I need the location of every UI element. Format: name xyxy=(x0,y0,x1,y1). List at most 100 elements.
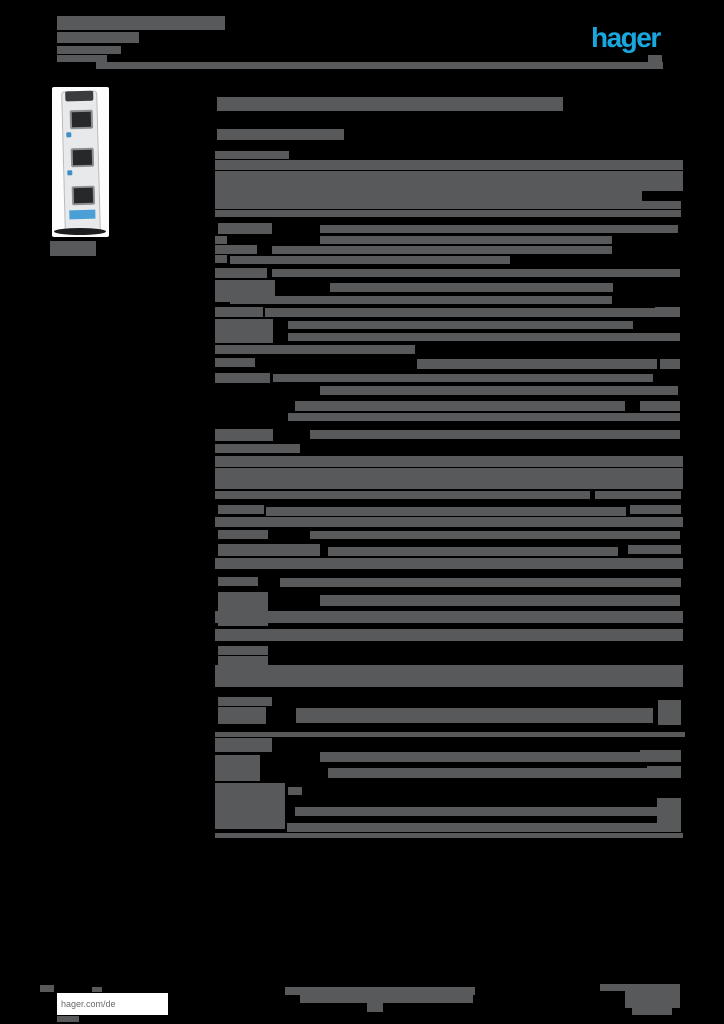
redacted-text-bar xyxy=(218,646,268,655)
hager-logo: hager xyxy=(591,22,661,53)
redacted-text-bar xyxy=(215,558,683,569)
redacted-text-bar xyxy=(218,505,264,514)
redacted-text-bar xyxy=(215,201,681,209)
redacted-text-bar xyxy=(288,787,302,795)
redacted-text-bar xyxy=(300,995,473,1003)
redacted-text-bar xyxy=(230,296,612,304)
redacted-text-bar xyxy=(215,456,683,467)
redacted-text-bar xyxy=(658,700,681,725)
redacted-text-bar xyxy=(655,307,680,316)
redacted-text-bar xyxy=(215,738,272,752)
redacted-text-bar xyxy=(266,507,626,516)
redacted-text-bar xyxy=(218,544,320,556)
redacted-text-bar xyxy=(310,531,680,539)
redacted-text-bar xyxy=(288,321,633,329)
redacted-text-bar xyxy=(215,151,289,159)
photo-shadow xyxy=(54,228,106,235)
redacted-text-bar xyxy=(320,386,678,395)
product-photo xyxy=(52,87,109,237)
redacted-text-bar xyxy=(295,401,625,411)
redacted-text-bar xyxy=(640,750,681,762)
footer-website-link[interactable]: hager.com/de xyxy=(61,999,116,1009)
redacted-text-bar xyxy=(595,491,681,499)
redacted-text-bar xyxy=(285,987,475,995)
redacted-text-bar xyxy=(215,491,590,499)
redacted-text-bar xyxy=(50,241,96,256)
redacted-text-bar xyxy=(215,236,227,244)
redacted-text-bar xyxy=(218,707,266,724)
redacted-text-bar xyxy=(296,708,653,723)
redacted-text-bar xyxy=(657,798,681,832)
redacted-text-bar xyxy=(215,833,683,838)
redacted-text-bar xyxy=(215,171,683,181)
redacted-text-bar xyxy=(57,16,225,30)
redacted-text-bar xyxy=(218,223,272,234)
redacted-text-bar xyxy=(215,307,263,317)
redacted-text-bar xyxy=(215,429,273,441)
redacted-text-bar xyxy=(280,578,681,587)
redacted-text-bar xyxy=(640,401,680,411)
redacted-text-bar xyxy=(230,256,510,264)
redacted-text-bar xyxy=(215,468,683,479)
redacted-text-bar xyxy=(272,269,680,277)
redacted-text-bar xyxy=(265,308,680,317)
redacted-text-bar xyxy=(40,985,54,992)
redacted-text-bar xyxy=(632,1008,672,1015)
redacted-text-bar xyxy=(660,359,680,369)
redacted-text-bar xyxy=(625,984,680,1008)
redacted-text-bar xyxy=(215,160,683,170)
redacted-text-bar xyxy=(295,807,657,816)
redacted-text-bar xyxy=(215,245,257,254)
redacted-text-bar xyxy=(215,755,260,781)
redacted-text-bar xyxy=(330,283,613,292)
redacted-text-bar xyxy=(272,246,612,254)
redacted-text-bar xyxy=(57,32,139,43)
redacted-text-bar xyxy=(215,345,415,354)
redacted-text-bar xyxy=(417,359,657,369)
footer-website-box: hager.com/de xyxy=(57,993,168,1015)
redacted-text-bar xyxy=(328,547,618,556)
redacted-text-bar xyxy=(215,210,681,217)
redacted-text-bar xyxy=(218,577,258,586)
redacted-text-bar xyxy=(215,181,683,191)
redacted-text-bar xyxy=(288,333,680,341)
redacted-text-bar xyxy=(215,479,683,489)
redacted-text-bar xyxy=(215,665,683,687)
redacted-text-bar xyxy=(320,752,643,762)
redacted-text-bar xyxy=(57,1016,79,1022)
redacted-text-bar xyxy=(310,430,680,439)
redacted-text-bar xyxy=(215,319,273,343)
redacted-text-bar xyxy=(57,46,121,54)
redacted-text-bar xyxy=(217,129,344,140)
redacted-text-bar xyxy=(218,656,268,665)
redacted-text-bar xyxy=(215,444,300,453)
redacted-text-bar xyxy=(647,766,681,778)
redacted-text-bar xyxy=(630,505,681,514)
redacted-text-bar xyxy=(215,268,267,278)
redacted-text-bar xyxy=(320,225,678,233)
redacted-text-bar xyxy=(218,530,268,539)
redacted-text-bar xyxy=(92,987,102,992)
redacted-text-bar xyxy=(215,358,255,367)
redacted-text-bar xyxy=(628,545,681,554)
redacted-text-bar xyxy=(320,595,680,606)
redacted-text-bar xyxy=(218,697,272,706)
redacted-text-bar xyxy=(328,768,647,778)
redacted-text-bar xyxy=(287,823,657,832)
redacted-text-bar xyxy=(367,1003,383,1012)
redacted-text-bar xyxy=(57,55,107,62)
redacted-text-bar xyxy=(215,191,642,201)
redacted-text-bar xyxy=(215,732,685,737)
redacted-text-bar xyxy=(215,629,683,641)
redacted-text-bar xyxy=(215,373,270,383)
redacted-text-bar xyxy=(217,97,563,111)
redacted-text-bar xyxy=(215,611,683,623)
header-rule xyxy=(96,62,663,69)
redacted-text-bar xyxy=(288,413,680,421)
redacted-text-bar xyxy=(215,255,227,263)
